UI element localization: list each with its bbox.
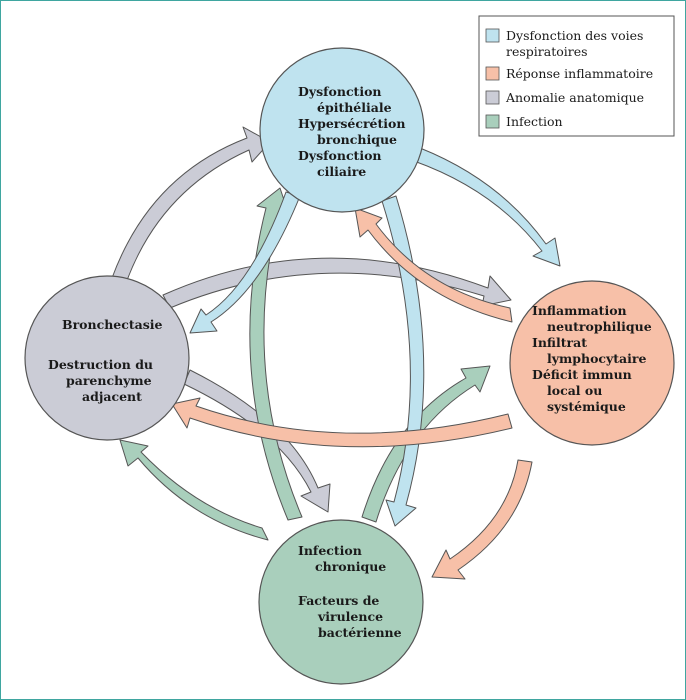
inflammation-line-3: Infiltrat — [532, 335, 587, 350]
legend-label-airway-2: respiratoires — [506, 44, 588, 59]
infection-line-2: chronique — [315, 559, 386, 574]
arrow-infection-to-anatomy — [119, 439, 269, 541]
inflammation-line-6: local ou — [547, 383, 602, 398]
anatomy-line-4: parenchyme — [66, 373, 152, 388]
inflammation-line-7: systémique — [547, 399, 626, 414]
inflammation-line-4: lymphocytaire — [547, 351, 646, 366]
infection-line-1: Infection — [298, 543, 362, 558]
infection-line-6: bactérienne — [318, 625, 402, 640]
anatomy-line-1: Bronchectasie — [62, 317, 162, 332]
arrow-airway-to-inflammation — [413, 147, 561, 267]
legend-swatch-airway — [485, 28, 500, 43]
arrow-anatomy-to-airway — [111, 126, 271, 284]
airway-line-4: bronchique — [317, 132, 397, 147]
legend-label-infection: Infection — [506, 114, 563, 129]
legend-box — [478, 15, 675, 137]
arrow-airway-to-anatomy — [189, 191, 301, 334]
arrow-inflammation-to-infection — [431, 459, 533, 580]
legend-label-airway-1: Dysfonction des voies — [506, 28, 643, 43]
inflammation-line-2: neutrophilique — [547, 319, 652, 334]
legend-swatch-anatomy — [485, 90, 500, 105]
node-inflammatory-response — [509, 280, 675, 446]
node-infection — [258, 519, 424, 685]
node-labels: Dysfonction épithéliale Hypersécrétion b… — [48, 84, 652, 640]
airway-line-3: Hypersécrétion — [298, 116, 405, 131]
inflammation-line-1: Inflammation — [532, 303, 627, 318]
anatomy-line-5: adjacent — [82, 389, 142, 404]
anatomy-line-3: Destruction du — [48, 357, 153, 372]
inflammation-line-5: Déficit immun — [532, 367, 632, 382]
legend-swatch-inflammation — [485, 66, 500, 81]
arrow-infection-to-inflammation — [361, 365, 491, 523]
legend-label-anatomy: Anomalie anatomique — [505, 90, 644, 105]
node-airway-dysfunction — [259, 47, 425, 213]
legend-label-inflammation: Réponse inflammatoire — [506, 66, 653, 81]
legend: Dysfonction des voies respiratoires Répo… — [478, 15, 675, 137]
legend-swatch-infection — [485, 114, 500, 129]
airway-line-5: Dysfonction — [298, 148, 382, 163]
airway-line-6: ciliaire — [317, 164, 366, 179]
infection-line-5: virulence — [317, 609, 383, 624]
airway-line-1: Dysfonction — [298, 84, 382, 99]
node-anatomic-abnormality — [24, 275, 190, 441]
infection-line-4: Facteurs de — [298, 593, 379, 608]
airway-line-2: épithéliale — [317, 100, 392, 115]
arrows-layer — [111, 126, 561, 580]
arrow-anatomy-to-infection — [183, 369, 331, 513]
nodes-layer — [24, 47, 675, 685]
